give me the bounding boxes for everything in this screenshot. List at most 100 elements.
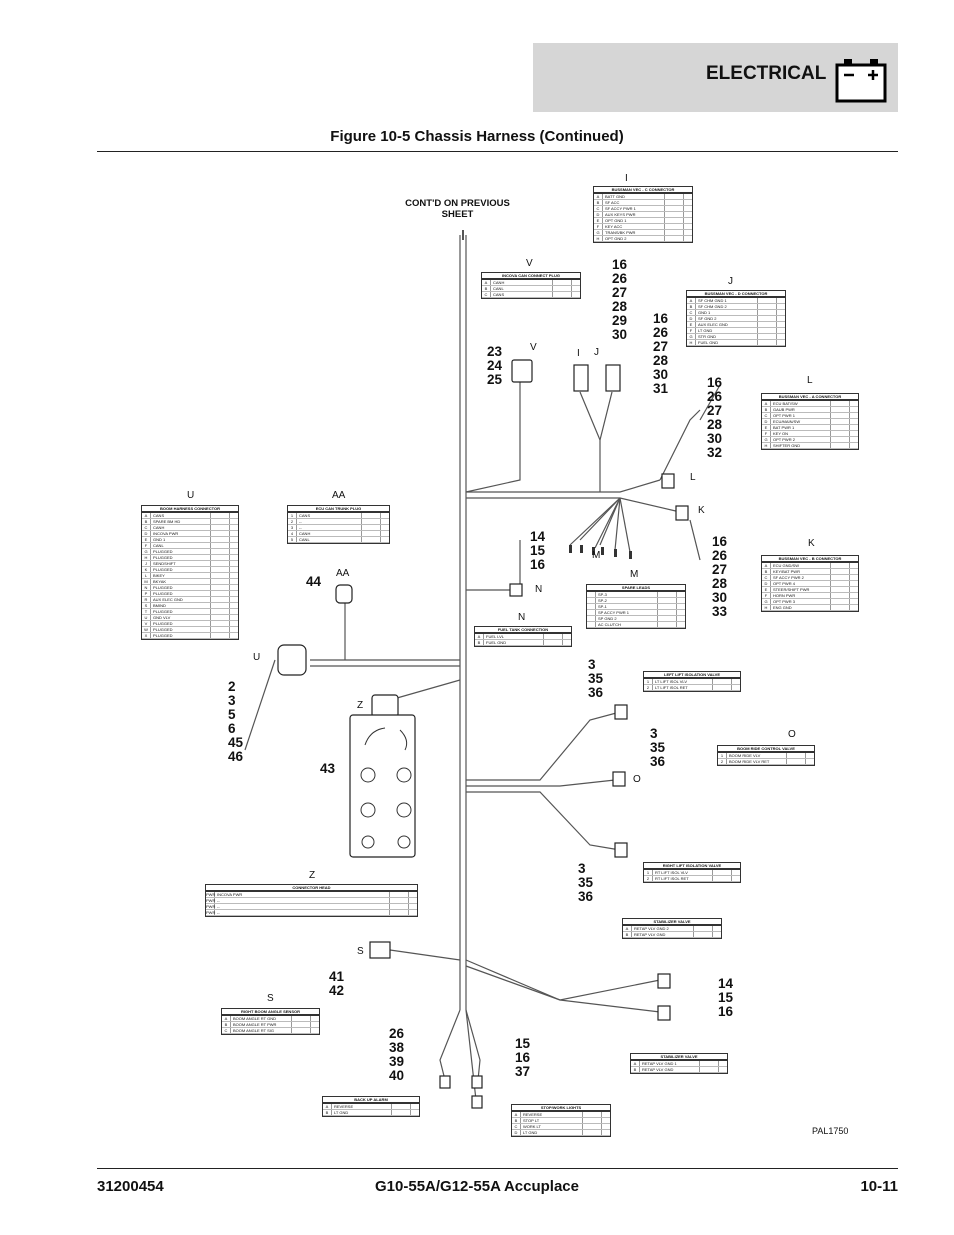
wire-designation: OPT PWR 4 <box>771 581 831 586</box>
wire-designation: AUX ELEC GND <box>696 322 758 327</box>
pin-id: PWR <box>206 898 216 903</box>
table-header <box>323 1103 419 1104</box>
table-title: INCOVA CAN CONNECT PLUG <box>482 273 580 279</box>
label-J-table: J <box>728 276 733 287</box>
wire-designation: CANH <box>151 525 211 530</box>
wire-designation: LT GND <box>332 1110 392 1115</box>
label-O-table: O <box>788 729 796 740</box>
wire-designation: KEY/BAT PWR <box>771 569 831 574</box>
table-header <box>623 925 721 926</box>
table-header <box>762 400 858 401</box>
label-Z-connector: Z <box>357 700 364 711</box>
wire-designation: PLUGGED <box>151 549 211 554</box>
pin-id: C <box>512 1124 521 1129</box>
table-title: SPARE LEADS <box>587 585 685 591</box>
pin-id: B <box>687 304 696 309</box>
pin-id: X <box>142 633 151 638</box>
table-header <box>587 591 685 592</box>
wire-designation: SHIFTER GND <box>771 443 831 448</box>
label-Z-table: Z <box>309 870 316 881</box>
wire-designation: PLUGGED <box>151 555 211 560</box>
table-header <box>475 633 571 634</box>
doc-number: 31200454 <box>97 1178 164 1195</box>
pin-id: E <box>762 587 771 592</box>
label-AA-connector: AA <box>336 568 350 579</box>
wire-designation: GND VLV <box>151 615 211 620</box>
page-number: 10-11 <box>860 1178 898 1195</box>
wire-designation: -- <box>297 519 362 524</box>
wire-designation: CANS <box>151 513 211 518</box>
wire-designation: SP-2 <box>596 598 658 603</box>
label-O-connector: O <box>633 774 641 785</box>
pin-id: D <box>594 212 603 217</box>
pin-id: B <box>762 407 771 412</box>
wire-designation: ECU GND/SW <box>771 563 831 568</box>
table-title: BOOM RIDE CONTROL VALVE <box>718 746 814 752</box>
pin-id <box>587 592 596 597</box>
pin-id: B <box>631 1067 640 1072</box>
wire-designation: CANL <box>151 543 211 548</box>
pin-id: B <box>623 932 632 937</box>
pin-id: T <box>142 609 151 614</box>
wire-designation: SP-3 <box>596 592 658 597</box>
table-title: CONNECTOR HEAD <box>206 885 417 891</box>
pin-id: K <box>142 567 151 572</box>
wire-designation: KEY ACC <box>603 224 665 229</box>
drawing-reference: PAL1750 <box>812 1126 849 1136</box>
pin-id: 4 <box>288 531 297 536</box>
wire-designation: HORN PWR <box>771 593 831 598</box>
wire-designation: SF CHM GND 2 <box>696 304 758 309</box>
pin-id: A <box>222 1016 231 1021</box>
wire-designation: GND 1 <box>151 537 211 542</box>
pin-id: A <box>142 513 151 518</box>
wire-designation: BOOM ANGLE RT GND <box>231 1016 292 1021</box>
wire-designation: AC CLUTCH <box>596 622 658 627</box>
wire-designation: OPT GND 1 <box>603 218 665 223</box>
wire-designation: SF GND 2 <box>696 316 758 321</box>
wire-designation: WORK LT <box>521 1124 583 1129</box>
battery-icon <box>835 59 887 103</box>
wire-designation: TRANS/BK PWR <box>603 230 665 235</box>
label-L-table: L <box>807 375 813 386</box>
table-header <box>594 193 692 194</box>
table-row: PWR-- <box>206 910 417 916</box>
wire-designation: PLUGGED <box>151 609 211 614</box>
wire-designation: BIKEY <box>151 573 211 578</box>
pin-id: B <box>482 286 491 291</box>
wire-designation: BMIND <box>151 603 211 608</box>
wire-designation: SPARE BM HD <box>151 519 211 524</box>
label-U-connector: U <box>253 652 261 663</box>
wire-designation: BKYAK <box>151 579 211 584</box>
pin-id: H <box>594 236 603 241</box>
label-U-table: U <box>187 490 195 501</box>
label-M-connector: M <box>592 550 601 561</box>
table-title: LEFT LIFT ISOLATION VALVE <box>644 672 740 678</box>
pin-id: PWR <box>206 892 216 897</box>
wire-designation: CANH <box>297 531 362 536</box>
pin-id: F <box>142 543 151 548</box>
header-divider <box>97 151 898 152</box>
pin-id: A <box>482 280 491 285</box>
